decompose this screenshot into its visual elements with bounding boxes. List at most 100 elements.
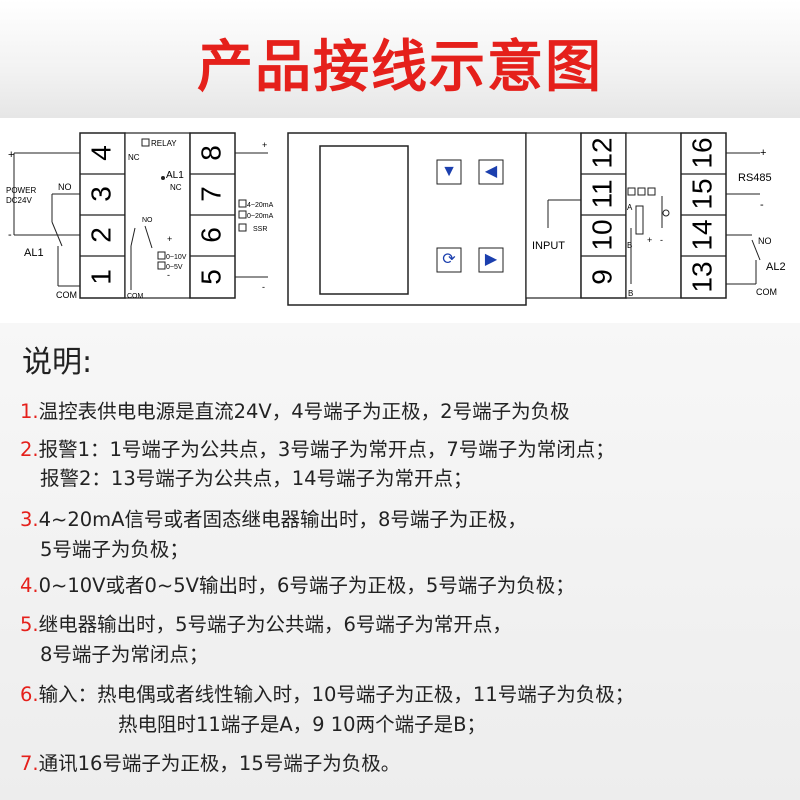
note-text: 报警1：1号端子为公共点，3号端子为常开点，7号端子为常闭点； xyxy=(38,438,615,461)
note-item: 7.通讯16号端子为正极，15号端子为负极。 xyxy=(20,747,400,776)
terminal-12: 12 xyxy=(586,137,617,168)
relay-minus-label: - xyxy=(167,270,170,280)
sensor-minus-label: - xyxy=(660,235,663,245)
relay-checkbox xyxy=(141,138,150,147)
ma420-checkbox xyxy=(238,199,247,208)
rs485-label: RS485 xyxy=(738,172,772,184)
note-number: 5. xyxy=(20,613,39,636)
note-text: 4~20mA信号或者固态继电器输出时，8号端子为正极， xyxy=(38,508,527,531)
terminal-11: 11 xyxy=(586,179,617,208)
note-number: 4. xyxy=(20,574,39,597)
relay-al1-label: AL1 xyxy=(166,170,184,181)
terminal-9: 9 xyxy=(586,269,617,285)
terminal-2: 2 xyxy=(85,227,116,243)
out-plus-label: + xyxy=(262,140,267,150)
terminal-5: 5 xyxy=(195,269,226,285)
note-number: 3. xyxy=(20,508,39,531)
terminal-15: 15 xyxy=(686,178,717,209)
output-zone xyxy=(124,132,191,299)
terminal-6: 6 xyxy=(195,227,226,243)
out-minus-label: - xyxy=(262,282,265,292)
v10-label: 0~10V xyxy=(166,254,187,261)
terminal-4: 4 xyxy=(85,145,116,161)
wiring-diagram-svg: 4 3 2 1 + POWER DC24V - NO AL1 COM NC RE… xyxy=(6,132,786,306)
v5-checkbox xyxy=(157,261,166,270)
note-item: 热电阻时11端子是A，9 10两个端子是B； xyxy=(118,708,486,737)
ssr-label: SSR xyxy=(253,226,267,233)
note-text: 报警2：13号端子为公共点，14号端子为常开点； xyxy=(40,467,473,490)
sensor-box-b xyxy=(637,187,646,196)
notes-heading: 说明: xyxy=(22,345,93,380)
note-text: 8号端子为常闭点； xyxy=(40,643,209,666)
terminal-10: 10 xyxy=(586,219,617,250)
rs485-plus-label: + xyxy=(760,147,766,159)
page-title: 产品接线示意图 xyxy=(197,35,603,100)
left-no-label: NO xyxy=(58,182,72,192)
rtd-resistor xyxy=(635,205,644,235)
wiring-diagram: 4 3 2 1 + POWER DC24V - NO AL1 COM NC RE… xyxy=(0,118,800,323)
relay-nc-label: NC xyxy=(128,153,140,162)
note-item: 6.输入：热电偶或者线性输入时，10号端子为正极，11号端子为负极； xyxy=(20,678,634,707)
sensor-zone xyxy=(625,132,682,299)
note-text: 温控表供电电源是直流24V，4号端子为正极，2号端子为负极 xyxy=(38,400,570,423)
ma020-label: 0~20mA xyxy=(247,213,274,220)
sensor-box-c xyxy=(647,187,656,196)
display-screen xyxy=(319,145,409,295)
sensor-b1-label: B xyxy=(627,241,632,250)
note-text: 0~10V或者0~5V输出时，6号端子为正极，5号端子为负极； xyxy=(38,574,575,597)
terminal-7: 7 xyxy=(195,186,226,202)
right-button[interactable] xyxy=(478,247,504,273)
relay-com-label: COM xyxy=(127,293,144,300)
sensor-box-a xyxy=(627,187,636,196)
relay-nc2-label: NC xyxy=(170,183,182,192)
note-item: 3.4~20mA信号或者固态继电器输出时，8号端子为正极， xyxy=(20,503,527,532)
ssr-checkbox xyxy=(238,223,247,232)
input-label: INPUT xyxy=(532,240,565,252)
note-item: 2.报警1：1号端子为公共点，3号端子为常开点，7号端子为常闭点； xyxy=(20,433,615,462)
note-text: 输入：热电偶或者线性输入时，10号端子为正极，11号端子为负极； xyxy=(38,683,635,706)
note-item: 8号端子为常闭点； xyxy=(40,638,208,667)
cycle-button[interactable] xyxy=(436,247,462,273)
ma020-checkbox xyxy=(238,210,247,219)
relay-no-label: NO xyxy=(142,217,153,224)
power-label: POWER xyxy=(6,186,36,195)
note-text: 热电阻时11端子是A，9 10两个端子是B； xyxy=(118,713,486,736)
note-item: 报警2：13号端子为公共点，14号端子为常开点； xyxy=(40,462,473,491)
down-icon: ▼ xyxy=(441,163,457,180)
v10-checkbox xyxy=(157,251,166,260)
input-zone xyxy=(525,132,582,299)
power-minus-label: - xyxy=(8,229,12,241)
sensor-a-label: A xyxy=(627,203,633,212)
terminal-13: 13 xyxy=(686,261,717,292)
note-item: 4.0~10V或者0~5V输出时，6号端子为正极，5号端子为负极； xyxy=(20,569,575,598)
header-band: 产品接线示意图 xyxy=(0,0,800,118)
power-plus-label: + xyxy=(8,149,14,161)
right-icon: ▶ xyxy=(485,251,498,268)
note-item: 1.温控表供电电源是直流24V，4号端子为正极，2号端子为负极 xyxy=(20,395,570,424)
note-number: 1. xyxy=(20,400,39,423)
note-text: 5号端子为负极； xyxy=(40,538,189,561)
note-text: 继电器输出时，5号端子为公共端，6号端子为常开点， xyxy=(38,613,512,636)
left-com-label: COM xyxy=(56,290,77,300)
dc24v-label: DC24V xyxy=(6,196,32,205)
v5-label: 0~5V xyxy=(166,264,183,271)
note-item: 5.继电器输出时，5号端子为公共端，6号端子为常开点， xyxy=(20,608,512,637)
cycle-icon: ⟳ xyxy=(442,251,456,268)
sensor-plus-label: + xyxy=(647,235,652,245)
note-item: 5号端子为负极； xyxy=(40,533,189,562)
relay-label: RELAY xyxy=(151,139,177,148)
left-icon: ◀ xyxy=(485,163,498,180)
ma420-label: 4~20mA xyxy=(247,202,274,209)
sensor-b2-label: B xyxy=(628,289,633,298)
left-button[interactable] xyxy=(478,159,504,185)
note-number: 6. xyxy=(20,683,39,706)
left-al1-label: AL1 xyxy=(24,247,44,259)
rs485-minus-label: - xyxy=(760,199,764,211)
note-number: 7. xyxy=(20,752,39,775)
terminal-16: 16 xyxy=(686,137,717,168)
terminal-14: 14 xyxy=(686,219,717,250)
notes-section: 说明: 1.温控表供电电源是直流24V，4号端子为正极，2号端子为负极 2.报警… xyxy=(0,323,800,800)
down-button[interactable] xyxy=(436,159,462,185)
terminal-1: 1 xyxy=(85,269,116,285)
right-al2-label: AL2 xyxy=(766,261,786,273)
